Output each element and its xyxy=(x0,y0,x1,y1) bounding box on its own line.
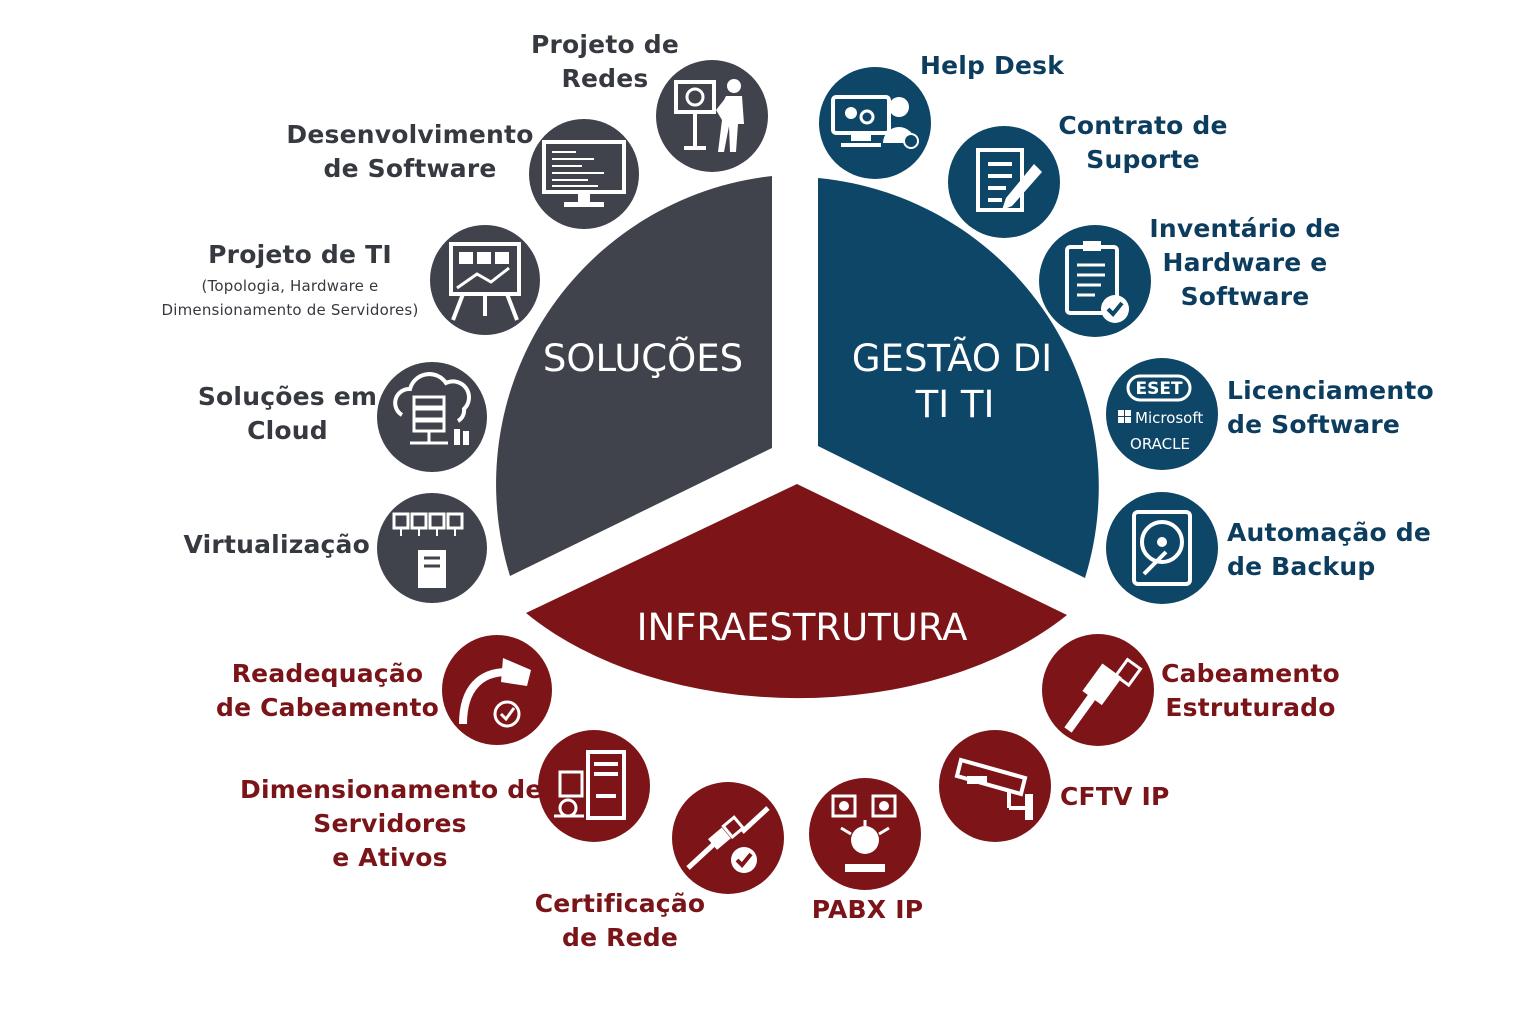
presenter-board-icon xyxy=(656,60,768,172)
sector-title-infra: INFRAESTRUTURA xyxy=(637,606,968,649)
cloud-server-icon xyxy=(377,362,487,472)
sector-title-solucoes: SOLUÇÕES xyxy=(543,336,743,380)
item-label-inventario: Inventário de Hardware e Software xyxy=(1149,214,1341,311)
item-label-certificacao: Certificação de Rede xyxy=(534,889,706,952)
sector-gestao xyxy=(818,178,1099,578)
server-tower-icon xyxy=(538,730,650,842)
sector-infra xyxy=(526,484,1067,699)
oracle-logo: ORACLE xyxy=(1130,435,1190,453)
vendor-logos-icon: ESET Microsoft ORACLE xyxy=(1106,358,1218,470)
support-agent-icon xyxy=(819,67,931,179)
pabx-phone-icon xyxy=(809,778,921,890)
eset-logo: ESET xyxy=(1135,379,1182,399)
ethernet-plug-icon xyxy=(1042,634,1154,746)
item-label-readequacao: Readequação de Cabeamento xyxy=(215,659,440,722)
item-label-pabx: PABX IP xyxy=(811,895,924,924)
sector-solucoes xyxy=(496,176,772,576)
item-label-projeto-redes: Projeto de Redes xyxy=(530,30,680,93)
code-monitor-icon xyxy=(529,119,639,229)
security-camera-icon xyxy=(939,730,1051,842)
network-cable-check-icon xyxy=(672,782,784,894)
sector-title-gestao-line2: TI TI xyxy=(915,383,995,426)
easel-chart-icon xyxy=(430,225,540,335)
item-label-automacao-backup: Automação de de Backup xyxy=(1227,518,1432,581)
item-label-help-desk: Help Desk xyxy=(920,51,1065,80)
item-label-virtualizacao: Virtualização xyxy=(183,530,370,559)
item-label-cabeamento: Cabeamento Estruturado xyxy=(1161,659,1340,722)
item-label-desenvolvimento-software: Desenvolvimento de Software xyxy=(286,120,534,183)
item-label-dimensionamento: Dimensionamento de Servidores e Ativos xyxy=(240,775,543,872)
contract-pen-icon xyxy=(948,126,1060,238)
item-label-contrato-suporte: Contrato de Suporte xyxy=(1058,111,1228,174)
item-label-solucoes-cloud: Soluções em Cloud xyxy=(197,382,378,445)
clipboard-check-icon xyxy=(1039,225,1151,337)
sector-title-gestao: GESTÃO DI xyxy=(852,336,1052,380)
hard-disk-icon xyxy=(1106,492,1218,604)
item-label-cftv: CFTV IP xyxy=(1060,782,1170,811)
virtual-machines-icon xyxy=(377,493,487,603)
item-note-projeto-ti: (Topologia, Hardware e Dimensionamento d… xyxy=(161,277,419,319)
cable-check-icon xyxy=(442,635,552,745)
item-label-licenciamento: Licenciamento de Software xyxy=(1227,376,1434,439)
item-label-projeto-ti: Projeto de TI xyxy=(208,240,392,269)
microsoft-logo: Microsoft xyxy=(1135,409,1203,427)
